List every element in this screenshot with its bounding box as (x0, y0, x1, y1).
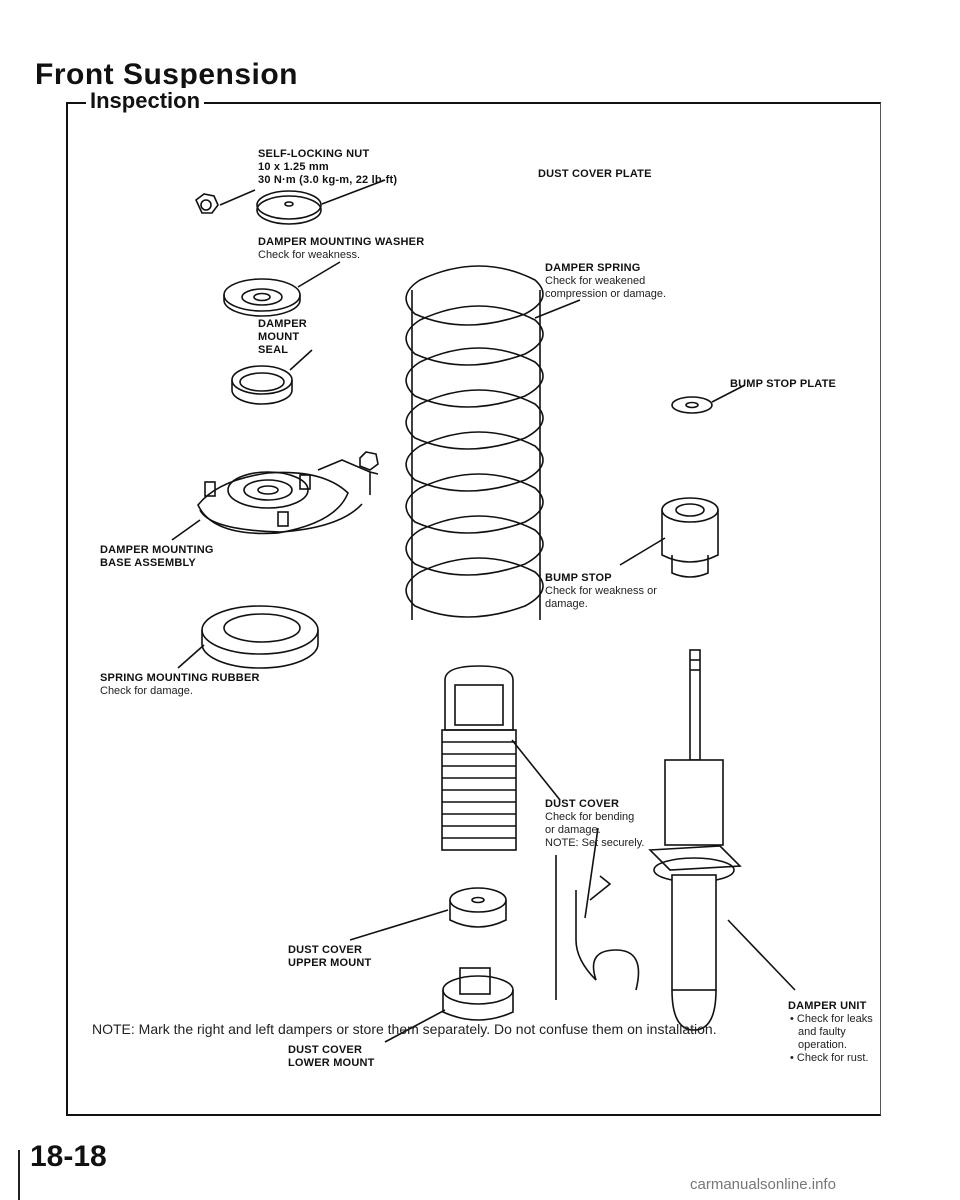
label-damper-mounting-washer: DAMPER MOUNTING WASHER Check for weaknes… (258, 236, 425, 261)
label-damper-mount-seal: DAMPER MOUNT SEAL (258, 318, 307, 356)
spring-mounting-rubber-part (201, 605, 319, 669)
nut-part-2 (359, 451, 379, 495)
damper-spring-part (405, 265, 544, 620)
page-number: 18-18 (30, 1140, 107, 1173)
dust-cover-plate-part (256, 190, 322, 225)
label-damper-mounting-base: DAMPER MOUNTING BASE ASSEMBLY (100, 544, 214, 569)
dust-cover-detail-part (555, 855, 640, 1000)
self-locking-nut-part (195, 193, 219, 214)
label-dust-cover-upper-mount: DUST COVER UPPER MOUNT (288, 944, 372, 969)
dust-cover-part (441, 665, 517, 851)
damper-mounting-washer-part (223, 278, 301, 317)
label-spring-mounting-rubber: SPRING MOUNTING RUBBER Check for damage. (100, 672, 260, 697)
inspection-frame (66, 102, 881, 1116)
damper-mounting-base-part (197, 471, 363, 535)
label-bump-stop-plate: BUMP STOP PLATE (730, 378, 837, 390)
dust-cover-upper-mount-part (449, 887, 507, 928)
leader-nut (219, 189, 256, 206)
damper-unit-part (648, 649, 742, 1031)
bump-stop-part (661, 497, 719, 578)
label-bump-stop: BUMP STOP Check for weakness or damage. (545, 572, 657, 610)
label-damper-spring: DAMPER SPRING Check for weakened compres… (545, 262, 667, 300)
label-damper-unit: DAMPER UNIT Check for leaks and faulty o… (788, 1000, 874, 1065)
damper-mount-seal-part (231, 365, 293, 405)
installation-note: NOTE: Mark the right and left dampers or… (92, 1021, 717, 1037)
label-dust-cover: DUST COVER Check for bending or damage. … (545, 798, 645, 849)
page-title: Front Suspension (35, 58, 298, 91)
section-heading: Inspection (86, 88, 205, 114)
margin-line (18, 1150, 20, 1200)
label-dust-cover-plate: DUST COVER PLATE (538, 168, 652, 180)
watermark: carmanualsonline.info (690, 1176, 836, 1193)
dust-cover-lower-mount-part (442, 967, 514, 1021)
label-self-locking-nut: SELF-LOCKING NUT 10 x 1.25 mm 30 N·m (3.… (258, 148, 398, 186)
bump-stop-plate-part (671, 396, 713, 414)
label-dust-cover-lower-mount: DUST COVER LOWER MOUNT (288, 1044, 375, 1069)
